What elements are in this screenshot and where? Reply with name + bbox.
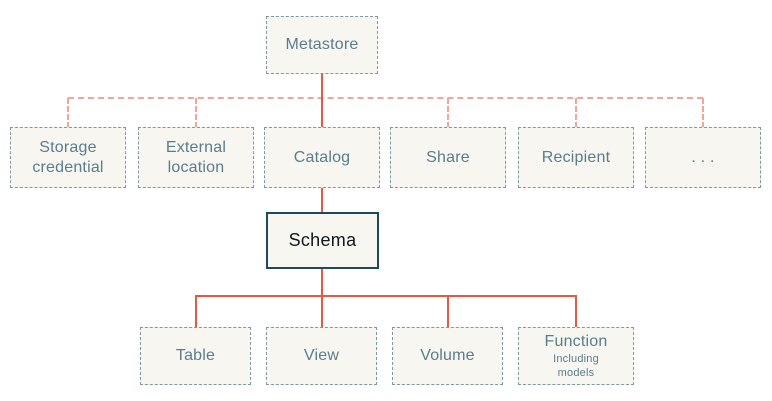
- node-function-label: Function: [544, 333, 608, 351]
- node-recipient: Recipient: [518, 127, 634, 188]
- node-metastore-label: Metastore: [285, 36, 359, 53]
- connector-dashed-horizontal: [68, 97, 703, 99]
- connector-dashed-ellipsis: [702, 98, 704, 128]
- node-schema-label: Schema: [288, 230, 357, 251]
- node-schema: Schema: [266, 212, 379, 269]
- node-share-label: Share: [426, 148, 470, 166]
- node-catalog-label: Catalog: [293, 148, 351, 166]
- node-view: View: [266, 327, 377, 385]
- node-external-location: External location: [138, 127, 254, 188]
- connector-drop-table: [195, 295, 197, 328]
- connector-dashed-storage-credential: [67, 98, 69, 128]
- connector-dashed-recipient: [575, 98, 577, 128]
- node-volume-label: Volume: [420, 347, 475, 364]
- node-ellipsis: . . .: [645, 127, 761, 188]
- node-recipient-label: Recipient: [541, 148, 611, 166]
- node-share: Share: [390, 127, 506, 188]
- connector-catalog-schema: [321, 188, 323, 214]
- node-ellipsis-label: . . .: [691, 148, 715, 166]
- node-view-label: View: [303, 347, 340, 364]
- connector-metastore-catalog: [321, 74, 323, 128]
- node-function-sublabel: Including models: [553, 353, 599, 379]
- node-external-location-label: External location: [165, 138, 227, 176]
- node-table: Table: [140, 327, 251, 385]
- node-volume: Volume: [392, 327, 503, 385]
- connector-dashed-external-location: [195, 98, 197, 128]
- connector-solid-horizontal: [195, 295, 577, 297]
- node-catalog: Catalog: [264, 127, 380, 188]
- node-table-label: Table: [175, 347, 216, 364]
- node-storage-credential-label: Storage credential: [32, 138, 104, 176]
- connector-dashed-share: [447, 98, 449, 128]
- node-storage-credential: Storage credential: [10, 127, 126, 188]
- connector-drop-view: [321, 295, 323, 328]
- node-metastore: Metastore: [266, 16, 378, 74]
- connector-drop-volume: [447, 295, 449, 328]
- connector-schema-stem: [321, 268, 323, 296]
- connector-drop-function: [575, 295, 577, 328]
- node-function: Function Including models: [518, 327, 634, 385]
